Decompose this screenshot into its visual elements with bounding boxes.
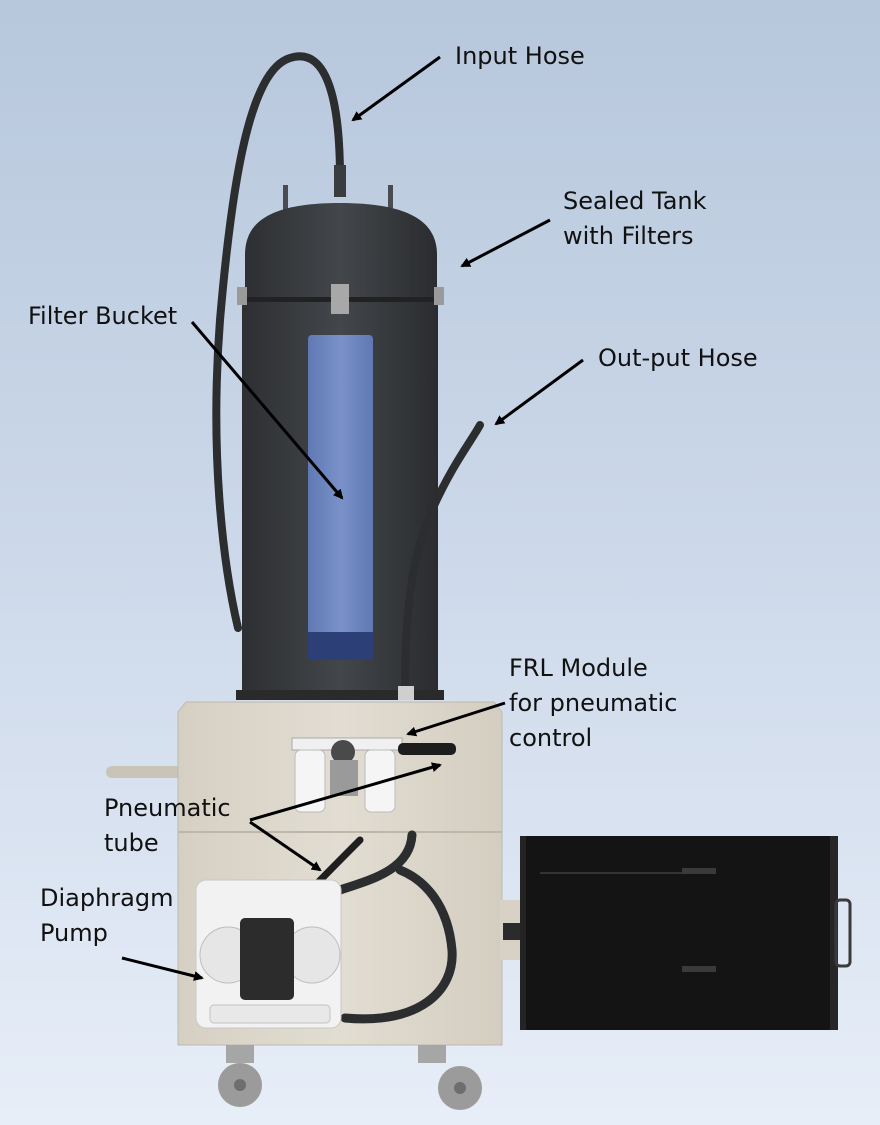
pump-manifold-bottom bbox=[209, 1004, 331, 1024]
tank-handle-right bbox=[388, 185, 393, 210]
control-box-handle bbox=[834, 898, 852, 968]
cabinet-side-mount-shadow bbox=[503, 923, 521, 940]
label-pneumatic-tube: Pneumatic tube bbox=[104, 794, 231, 857]
caster-mount-right bbox=[418, 1045, 446, 1063]
arrow-frl-module bbox=[406, 701, 506, 737]
label-frl-module: FRL Module for pneumatic control bbox=[509, 654, 678, 752]
control-box bbox=[520, 836, 838, 1030]
tank-latch bbox=[331, 284, 349, 314]
arrow-filter-bucket bbox=[190, 321, 344, 500]
caster-wheel-right-hub bbox=[454, 1082, 466, 1094]
caster-mount-left bbox=[226, 1045, 254, 1063]
frl-regulator-gauge bbox=[331, 740, 355, 764]
arrow-output-hose bbox=[494, 358, 584, 426]
arrow-pneumatic-tube-lower bbox=[249, 820, 322, 872]
control-box-hinge-bottom bbox=[682, 966, 716, 972]
input-hose-fitting bbox=[334, 165, 346, 197]
frl-filter-bowl bbox=[294, 749, 326, 813]
pump-outlet-hose bbox=[335, 830, 417, 895]
control-box-hinge-top bbox=[682, 868, 716, 874]
tank-handle-left bbox=[283, 185, 288, 210]
frl-outlet-fitting bbox=[398, 743, 456, 755]
label-input-hose: Input Hose bbox=[455, 42, 585, 70]
output-hose-fitting bbox=[398, 686, 414, 700]
label-sealed-tank: Sealed Tank with Filters bbox=[563, 187, 707, 250]
arrow-pneumatic-tube-upper bbox=[249, 762, 442, 822]
label-filter-bucket: Filter Bucket bbox=[28, 302, 178, 330]
pump-center-block bbox=[240, 918, 294, 1000]
tank-clamp-left bbox=[237, 287, 247, 305]
caster-wheel-left-hub bbox=[234, 1079, 246, 1091]
tank-base-ring bbox=[236, 690, 444, 700]
control-box-edge-left bbox=[520, 836, 526, 1030]
control-box-edge-right bbox=[830, 836, 838, 1030]
label-output-hose: Out-put Hose bbox=[598, 344, 758, 372]
label-diaphragm-pump: Diaphragm Pump bbox=[40, 884, 174, 947]
tank-clamp-right bbox=[434, 287, 444, 305]
pump-return-hose bbox=[340, 865, 457, 1024]
arrow-diaphragm-pump bbox=[121, 956, 204, 981]
sealed-tank bbox=[245, 203, 437, 300]
filter-bucket-bottom bbox=[308, 632, 373, 660]
input-hose bbox=[212, 52, 344, 632]
arrow-sealed-tank bbox=[460, 218, 551, 268]
arrow-input-hose bbox=[351, 55, 441, 122]
output-hose bbox=[401, 421, 484, 694]
